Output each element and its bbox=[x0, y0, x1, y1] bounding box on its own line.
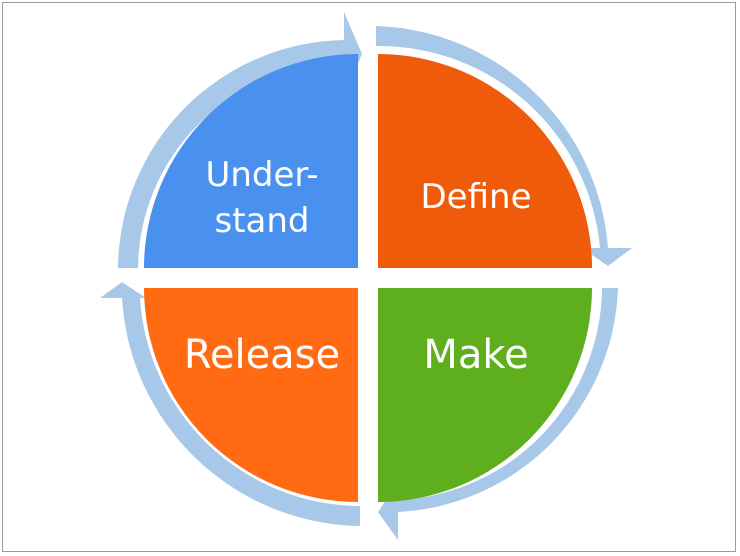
arrow-to-release-icon bbox=[378, 288, 618, 540]
label-understand-line2: stand bbox=[214, 201, 309, 241]
label-release: Release bbox=[184, 332, 340, 378]
label-make: Make bbox=[423, 332, 528, 378]
arrow-to-make-icon bbox=[376, 26, 632, 266]
label-understand-line1: Under- bbox=[205, 155, 318, 195]
quadrant-make bbox=[378, 288, 592, 502]
cycle-ring bbox=[100, 12, 632, 540]
arrow-to-understand-icon bbox=[100, 282, 360, 526]
label-define: Define bbox=[421, 177, 532, 217]
quadrant-define bbox=[378, 54, 592, 268]
arrow-to-define-icon bbox=[118, 12, 362, 268]
quadrant-understand bbox=[144, 54, 358, 268]
quadrant-release bbox=[144, 288, 358, 502]
